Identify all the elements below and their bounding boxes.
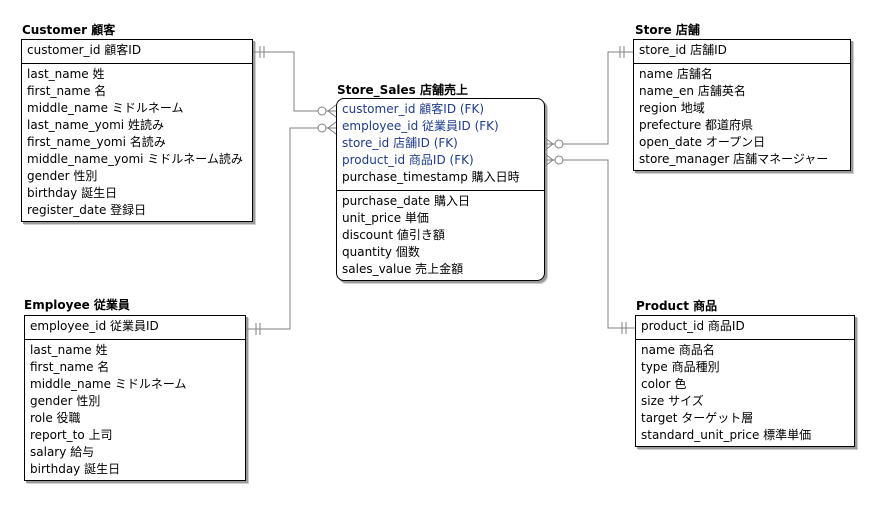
customer-entity-title: Customer 顧客 [22, 23, 116, 37]
store-entity-title: Store 店舗 [635, 23, 700, 37]
product-attr: type 商品種別 [641, 360, 720, 374]
many-marker [544, 137, 554, 151]
customer-attr: last_name 姓 [27, 67, 105, 81]
product-attr: target ターゲット層 [641, 411, 754, 425]
store-sales-fk-attr: product_id 商品ID (FK) [342, 153, 474, 167]
store-sales-entity-title: Store_Sales 店舗売上 [337, 83, 468, 97]
store-attr: name_en 店舗英名 [639, 84, 746, 98]
store-attr: prefecture 都道府県 [639, 118, 754, 132]
store-attr: region 地域 [639, 101, 705, 115]
store-sales-attr: purchase_date 購入日 [342, 194, 470, 208]
employee-pk-attr: employee_id 従業員ID [30, 319, 159, 333]
customer-attr: register_date 登録日 [27, 203, 147, 217]
store-attr-section: name 店舗名 name_en 店舗英名 region 地域 prefectu… [634, 64, 850, 170]
employee-entity[interactable]: employee_id 従業員ID last_name 姓 first_name… [24, 315, 246, 481]
employee-attr: first_name 名 [30, 360, 110, 374]
store-sales-fk-attr: customer_id 顧客ID (FK) [342, 102, 485, 116]
relationship-product-store-sales [544, 153, 635, 334]
store-sales-attr: quantity 個数 [342, 245, 420, 259]
many-marker [327, 121, 337, 135]
many-marker [544, 153, 554, 167]
customer-attr: gender 性別 [27, 169, 98, 183]
zero-marker [554, 139, 564, 149]
customer-attr: middle_name ミドルネーム [27, 101, 184, 115]
product-pk-section: product_id 商品ID [636, 316, 854, 340]
customer-pk-section: customer_id 顧客ID [22, 40, 252, 64]
store-sales-attr: sales_value 売上金額 [342, 262, 464, 276]
product-entity-title: Product 商品 [636, 299, 718, 313]
employee-attr: salary 給与 [30, 445, 95, 459]
relationship-store-store-sales [544, 46, 633, 151]
relationship-customer-store-sales [253, 46, 337, 118]
zero-marker [554, 155, 564, 165]
product-attr: name 商品名 [641, 343, 715, 357]
employee-pk-section: employee_id 従業員ID [25, 316, 245, 340]
product-entity[interactable]: product_id 商品ID name 商品名 type 商品種別 color… [635, 315, 855, 447]
customer-attr: first_name_yomi 名読み [27, 135, 166, 149]
customer-attr-section: last_name 姓 first_name 名 middle_name ミドル… [22, 64, 252, 221]
zero-marker [317, 106, 327, 116]
customer-attr: last_name_yomi 姓読み [27, 118, 164, 132]
store-pk-attr: store_id 店舗ID [639, 43, 727, 57]
employee-attr: gender 性別 [30, 394, 101, 408]
store-attr: store_manager 店舗マネージャー [639, 152, 829, 166]
employee-attr: role 役職 [30, 411, 81, 425]
employee-attr-section: last_name 姓 first_name 名 middle_name ミドル… [25, 340, 245, 480]
store-entity[interactable]: store_id 店舗ID name 店舗名 name_en 店舗英名 regi… [633, 39, 851, 171]
relationship-employee-store-sales [246, 121, 337, 335]
zero-marker [317, 123, 327, 133]
customer-attr: first_name 名 [27, 84, 107, 98]
employee-attr: birthday 誕生日 [30, 462, 121, 476]
product-attr: size サイズ [641, 394, 704, 408]
store-sales-entity[interactable]: customer_id 顧客ID (FK) employee_id 従業員ID … [336, 98, 545, 281]
employee-attr: report_to 上司 [30, 428, 113, 442]
store-sales-pk-attr: purchase_timestamp 購入日時 [342, 170, 520, 184]
store-sales-fk-attr: employee_id 従業員ID (FK) [342, 119, 499, 133]
customer-attr: middle_name_yomi ミドルネーム読み [27, 152, 243, 166]
store-sales-attr: unit_price 単価 [342, 211, 429, 225]
employee-attr: last_name 姓 [30, 343, 108, 357]
customer-pk-attr: customer_id 顧客ID [27, 43, 142, 57]
store-sales-pk-section: customer_id 顧客ID (FK) employee_id 従業員ID … [337, 99, 544, 191]
store-attr: open_date オープン日 [639, 135, 766, 149]
store-sales-attr-section: purchase_date 購入日 unit_price 単価 discount… [337, 191, 544, 280]
product-attr-section: name 商品名 type 商品種別 color 色 size サイズ targ… [636, 340, 854, 446]
product-attr: standard_unit_price 標準単価 [641, 428, 812, 442]
product-pk-attr: product_id 商品ID [641, 319, 745, 333]
employee-entity-title: Employee 従業員 [24, 298, 130, 312]
store-pk-section: store_id 店舗ID [634, 40, 850, 64]
store-sales-attr: discount 値引き額 [342, 228, 445, 242]
customer-entity[interactable]: customer_id 顧客ID last_name 姓 first_name … [21, 39, 253, 222]
employee-attr: middle_name ミドルネーム [30, 377, 187, 391]
customer-attr: birthday 誕生日 [27, 186, 118, 200]
store-sales-fk-attr: store_id 店舗ID (FK) [342, 136, 458, 150]
store-attr: name 店舗名 [639, 67, 713, 81]
product-attr: color 色 [641, 377, 687, 391]
many-marker [327, 104, 337, 118]
